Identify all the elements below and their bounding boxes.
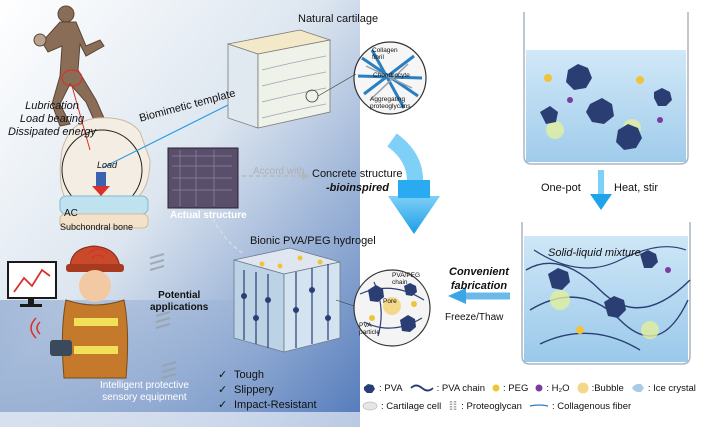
legend-collagenous-fiber: : Collagenous fiber — [529, 401, 631, 412]
athlete-line-1: Lubrication — [25, 100, 79, 112]
collagen-fibril-label: Collagen fibril — [372, 47, 398, 61]
accord-with-label: Accord with — [253, 166, 305, 177]
legend-bubble-label: :Bubble — [591, 382, 624, 394]
pore-label: Pore — [383, 298, 397, 305]
freeze-thaw-label: Freeze/Thaw — [445, 312, 504, 323]
cartilage-zoom — [317, 41, 427, 115]
one-pot-label: One-pot — [541, 182, 581, 194]
property-impact-resistant: Impact-Resistant — [234, 398, 317, 411]
heat-stir-label: Heat, stir — [614, 182, 659, 194]
bubble-icon — [577, 382, 589, 394]
legend-pva: : PVA — [362, 383, 403, 394]
check-icon: ✓ — [218, 399, 228, 411]
peg-dot-icon — [492, 384, 500, 392]
ac-label: AC — [64, 208, 78, 219]
hydrogel-cube — [233, 247, 341, 353]
convenient-fabrication-label: Convenient fabrication — [449, 266, 509, 292]
pva-chain-icon — [409, 384, 434, 392]
property-item: ✓ Slippery — [218, 382, 317, 397]
subchondral-bone-label: Subchondral bone — [60, 222, 134, 232]
legend-peg: : PEG — [492, 383, 528, 394]
legend-bubble: :Bubble — [577, 382, 624, 394]
legend-proteoglycan-label: : Proteoglycan — [461, 400, 522, 412]
cartilage-cell-icon — [362, 401, 378, 411]
bioinspired-label: -bioinspired — [326, 182, 389, 194]
intelligent-equipment-label: Intelligent protective sensory equipment — [100, 380, 189, 403]
natural-cartilage-label: Natural cartilage — [298, 13, 379, 25]
legend-row-2: : Cartilage cell : Proteoglycan : Collag… — [362, 397, 707, 415]
legend: : PVA : PVA chain : PEG : H₂O :Bubble : … — [362, 379, 707, 415]
athlete-line-3: Dissipated energy — [8, 126, 97, 138]
pva-particle-icon — [364, 384, 375, 393]
athlete-caption: Lubrication Load bearing Dissipated ener… — [8, 100, 96, 139]
h2o-dot-icon — [535, 384, 543, 392]
legend-h2o: : H₂O — [535, 382, 570, 394]
legend-ice-crystal: : Ice crystal — [631, 383, 696, 394]
ice-crystal-icon — [631, 383, 644, 393]
property-item: ✓ Tough — [218, 367, 317, 382]
pva-peg-chain-label: PVA/PEG chain — [392, 272, 421, 286]
collagenous-fiber-icon — [529, 404, 549, 407]
legend-pva-chain-label: : PVA chain — [436, 382, 486, 394]
legend-ice-crystal-label: : Ice crystal — [647, 382, 696, 394]
legend-cartilage-cell-label: : Cartilage cell — [381, 400, 442, 412]
hydrogel-zoom — [335, 269, 431, 347]
property-tough: Tough — [234, 368, 264, 381]
legend-collagenous-fiber-label: : Collagenous fiber — [551, 400, 632, 412]
legend-pva-label: : PVA — [379, 382, 403, 394]
properties-list: ✓ Tough ✓ Slippery ✓ Impact-Resistant — [218, 367, 317, 412]
legend-pva-chain: : PVA chain — [409, 382, 486, 394]
potential-applications-label: Potential applications — [150, 290, 209, 313]
check-icon: ✓ — [218, 384, 228, 396]
knee-joint — [59, 117, 151, 229]
aggregating-proteoglycans-label: Aggregating proteoglycans — [370, 96, 411, 110]
property-item: ✓ Impact-Resistant — [218, 397, 317, 412]
concrete-structure-label: Concrete structure — [312, 168, 403, 180]
actual-structure-label: Actual structure — [170, 210, 247, 221]
legend-proteoglycan: : Proteoglycan — [448, 400, 522, 412]
property-slippery: Slippery — [234, 383, 274, 396]
solid-liquid-mixture-label: Solid-liquid mixture — [548, 247, 641, 259]
chondrocyte-label: Chondrocyte — [373, 72, 410, 79]
athlete-figure — [33, 5, 105, 127]
monitor-icon — [7, 261, 57, 307]
pva-particle-label: PVA particle — [359, 322, 380, 336]
legend-cartilage-cell: : Cartilage cell — [362, 401, 441, 412]
legend-peg-label: : PEG — [503, 382, 529, 394]
legend-row-1: : PVA : PVA chain : PEG : H₂O :Bubble : … — [362, 379, 707, 397]
firefighter-figure — [50, 245, 129, 379]
bionic-hydrogel-label: Bionic PVA/PEG hydrogel — [250, 235, 376, 247]
proteoglycan-icon — [449, 401, 457, 411]
athlete-line-2: Load bearing — [19, 113, 85, 125]
beaker-solid-liquid — [521, 222, 691, 365]
legend-h2o-label: : H₂O — [546, 382, 570, 394]
beaker-one-pot — [523, 12, 689, 165]
cartilage-block — [226, 29, 332, 129]
check-icon: ✓ — [218, 369, 228, 381]
load-label: Load — [97, 160, 118, 170]
